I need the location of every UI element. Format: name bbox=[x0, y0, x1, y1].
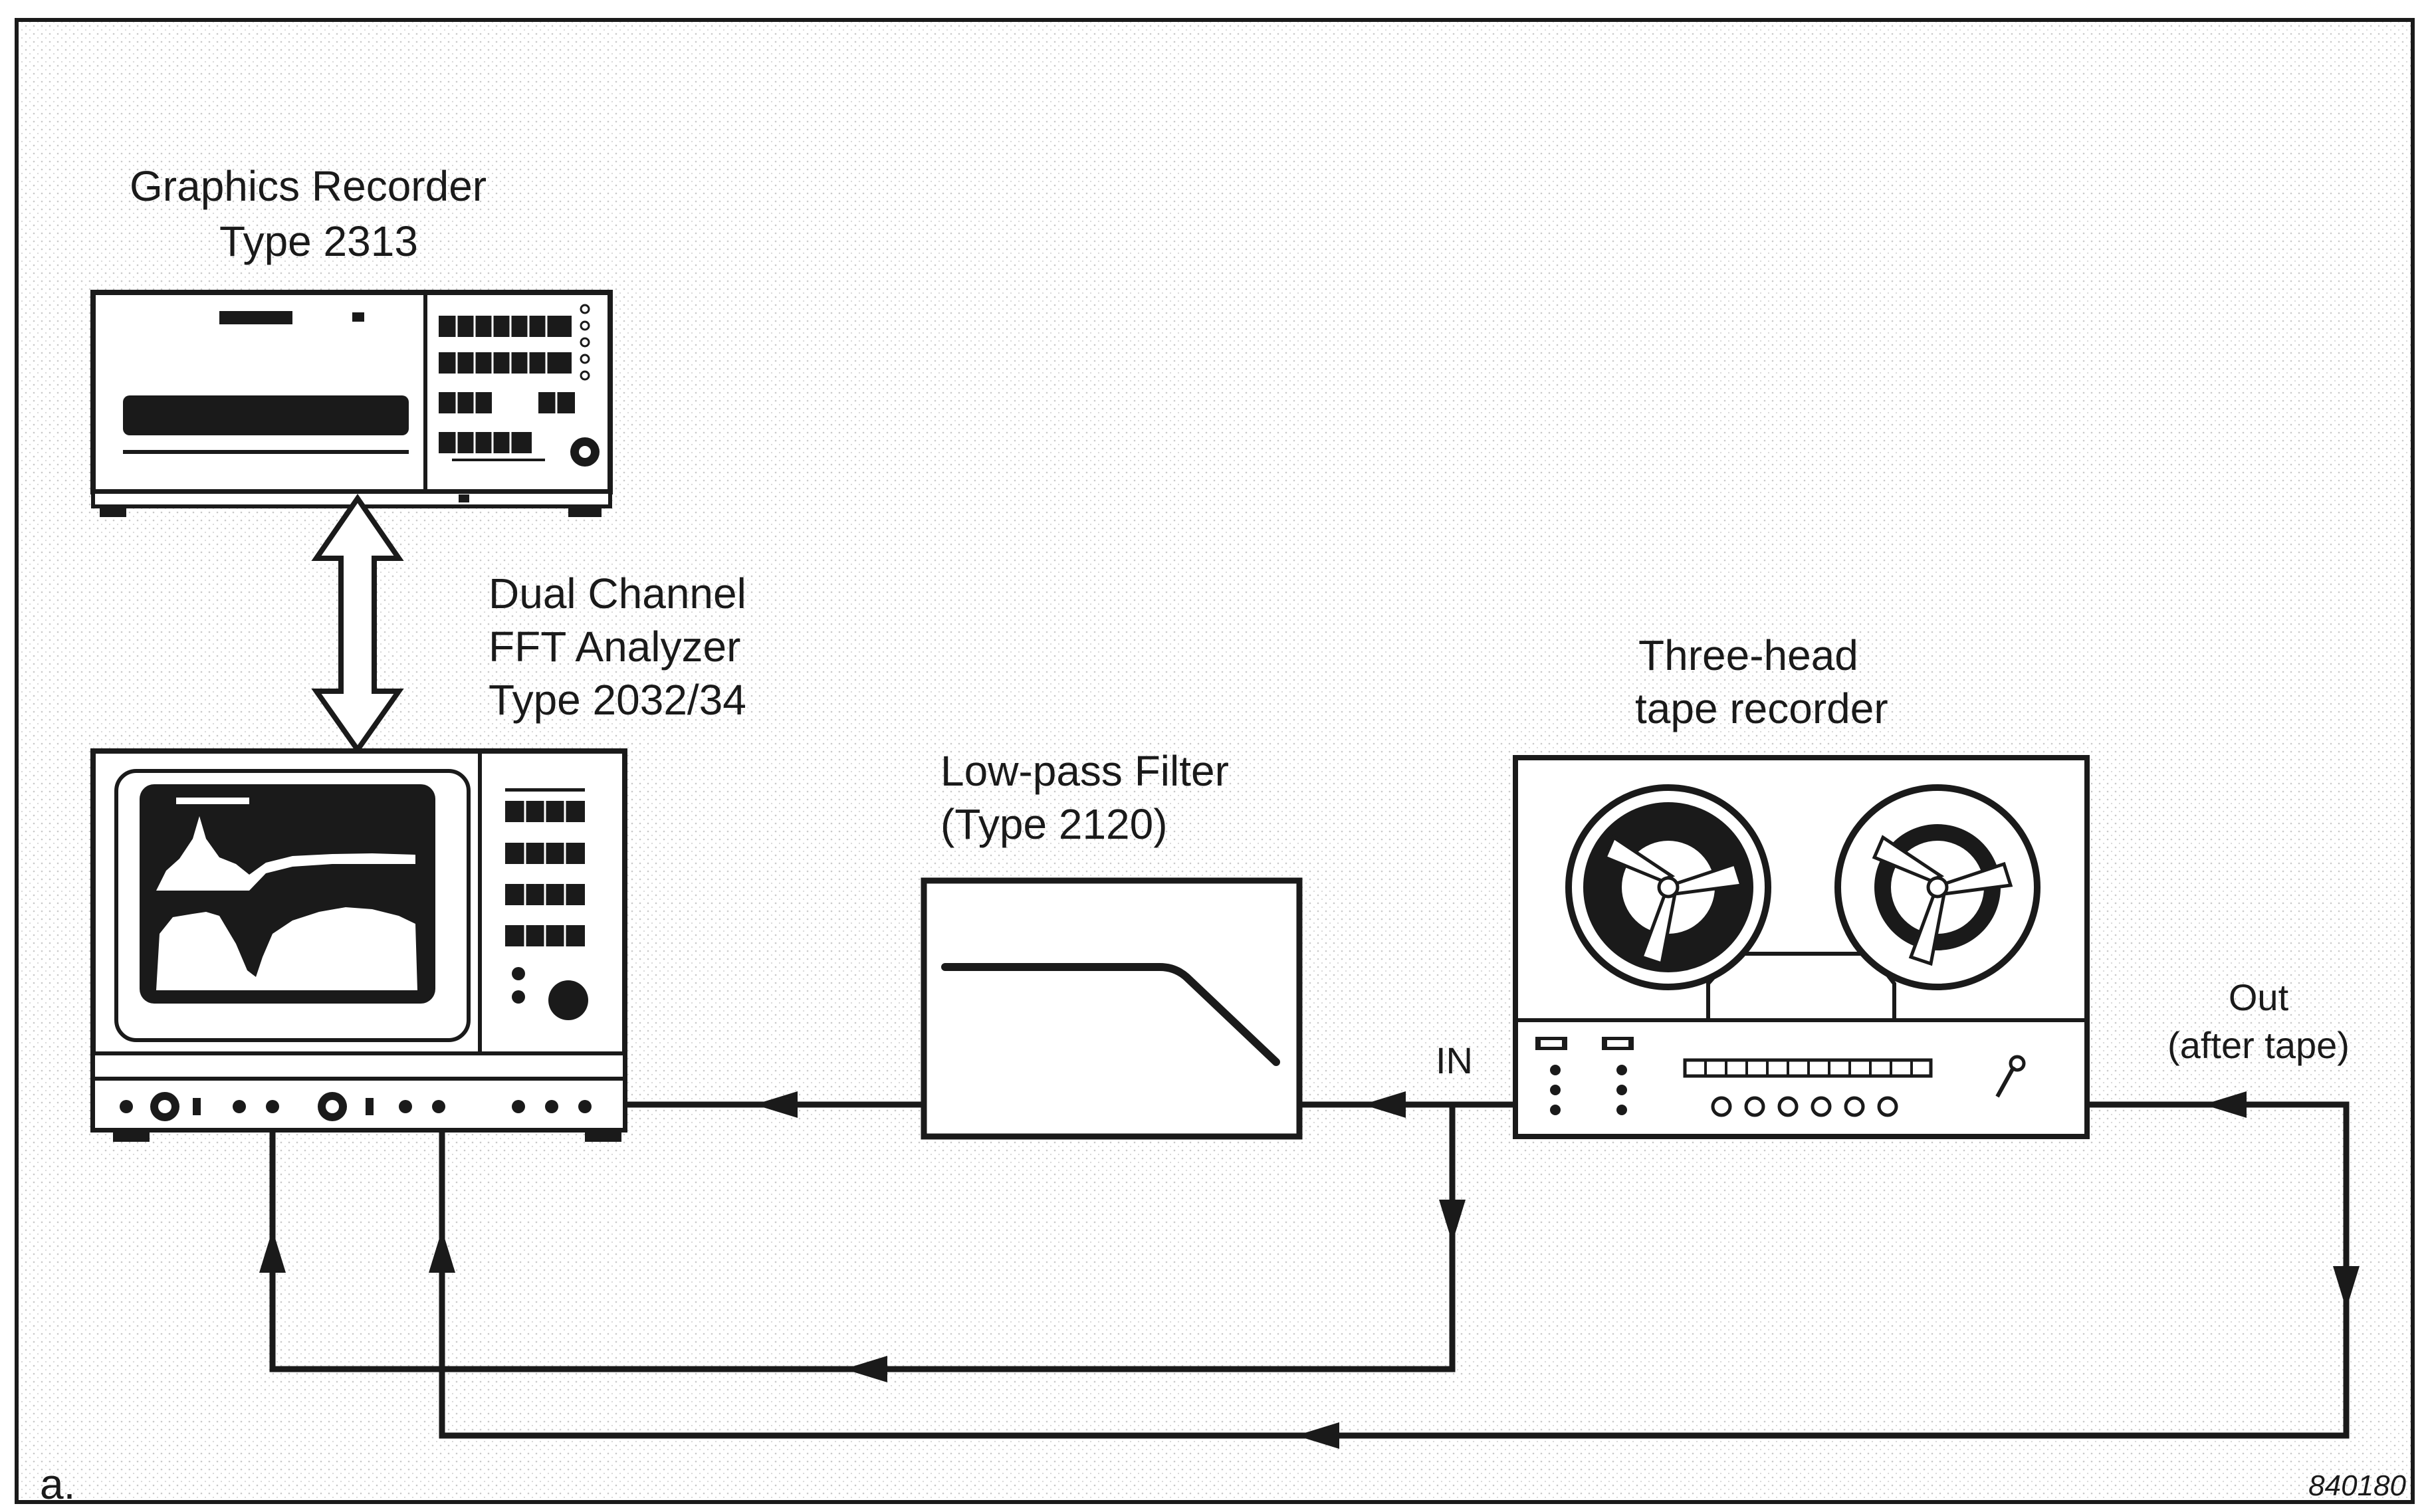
arrow-out-down bbox=[2333, 1266, 2360, 1309]
panel-letter: a. bbox=[40, 1460, 75, 1508]
arrow-up-ch2 bbox=[429, 1230, 455, 1273]
graphics-recorder-label: Graphics Recorder bbox=[130, 162, 487, 210]
left-reel bbox=[1565, 784, 1771, 990]
tape-recorder-device bbox=[1513, 755, 2090, 1139]
arrow-to-filter bbox=[754, 1091, 798, 1118]
out-port-label-2: (after tape) bbox=[2167, 1024, 2350, 1066]
arrow-in-down bbox=[1439, 1200, 1466, 1243]
signal-arrows bbox=[259, 1091, 2360, 1449]
in-port-label: IN bbox=[1436, 1039, 1473, 1081]
arrow-to-tape bbox=[1363, 1091, 1406, 1118]
arrow-out-return bbox=[1296, 1422, 1339, 1449]
arrow-in-return bbox=[844, 1356, 887, 1382]
filter-response-curve bbox=[941, 963, 1280, 1066]
low-pass-filter-label: Low-pass Filter bbox=[940, 747, 1229, 795]
figure-number: 840180 bbox=[2308, 1469, 2406, 1502]
graphics-recorder-type: Type 2313 bbox=[219, 217, 418, 265]
wire-out-feedback bbox=[439, 1101, 2350, 1439]
arrow-up-ch1 bbox=[259, 1230, 286, 1273]
fft-analyzer-label-1: Dual Channel bbox=[489, 570, 746, 617]
out-port-label-1: Out bbox=[2229, 976, 2289, 1018]
fft-analyzer-label-2: FFT Analyzer bbox=[489, 623, 740, 671]
fft-analyzer-device bbox=[90, 748, 627, 1142]
arrow-out bbox=[2203, 1091, 2247, 1118]
fft-analyzer-label-3: Type 2032/34 bbox=[489, 676, 746, 724]
low-pass-filter-device bbox=[921, 877, 1303, 1140]
graphics-recorder-device bbox=[90, 290, 613, 517]
right-reel bbox=[1834, 784, 2041, 990]
low-pass-filter-type: (Type 2120) bbox=[940, 800, 1168, 848]
tape-recorder-label-1: Three-head bbox=[1638, 631, 1858, 679]
tape-recorder-label-2: tape recorder bbox=[1635, 685, 1888, 732]
